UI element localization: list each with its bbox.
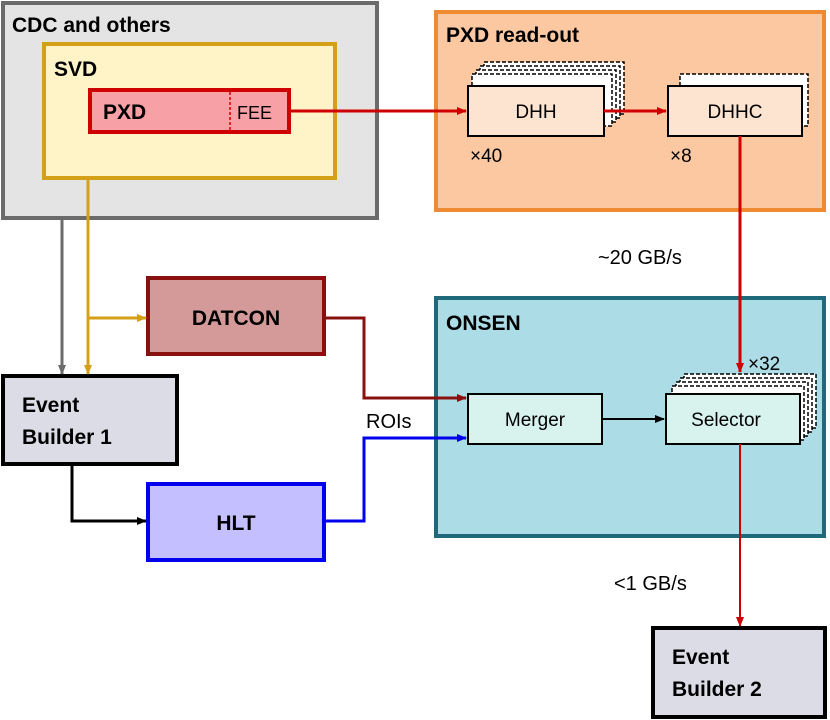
pxd-label: PXD xyxy=(103,101,146,124)
eb2-line2: Builder 2 xyxy=(672,678,762,701)
selector-label: Selector xyxy=(691,410,761,431)
eb1-line1: Event xyxy=(22,394,79,417)
datcon-box: DATCON xyxy=(146,276,326,356)
dhhc-count: ×8 xyxy=(670,146,692,167)
cdc-label: CDC and others xyxy=(12,14,171,37)
dhhc-stack: DHHC ×8 xyxy=(667,73,809,167)
arrow-hlt-to-merger xyxy=(324,434,467,523)
dhh-count: ×40 xyxy=(470,146,502,167)
merger-box: Merger xyxy=(467,393,603,445)
selector-count: ×32 xyxy=(748,354,780,375)
eb2-line1: Event xyxy=(672,646,729,669)
event-builder-2-box: Event Builder 2 xyxy=(651,626,827,719)
hlt-label: HLT xyxy=(216,512,255,535)
svd-label: SVD xyxy=(54,58,97,81)
rate-1-label: <1 GB/s xyxy=(614,573,687,595)
event-builder-1-box: Event Builder 1 xyxy=(1,374,179,466)
pxd-readout-label: PXD read-out xyxy=(446,24,579,47)
selector-stack: Selector ×32 xyxy=(665,354,817,445)
eb1-line2: Builder 1 xyxy=(22,426,112,449)
fee-label: FEE xyxy=(237,103,272,123)
datcon-label: DATCON xyxy=(192,307,280,330)
hlt-box: HLT xyxy=(146,482,326,562)
dhhc-label: DHHC xyxy=(708,102,763,123)
merger-label: Merger xyxy=(505,410,566,431)
rate-20-label: ~20 GB/s xyxy=(598,247,682,269)
pxd-box: PXD FEE xyxy=(88,88,291,134)
arrow-eb1-to-hlt xyxy=(70,464,147,525)
rois-label: ROIs xyxy=(366,411,412,433)
dhh-label: DHH xyxy=(515,102,556,123)
onsen-label: ONSEN xyxy=(446,312,521,335)
arrow-datcon-to-merger xyxy=(324,316,467,402)
dhh-stack: DHH ×40 xyxy=(467,61,625,167)
